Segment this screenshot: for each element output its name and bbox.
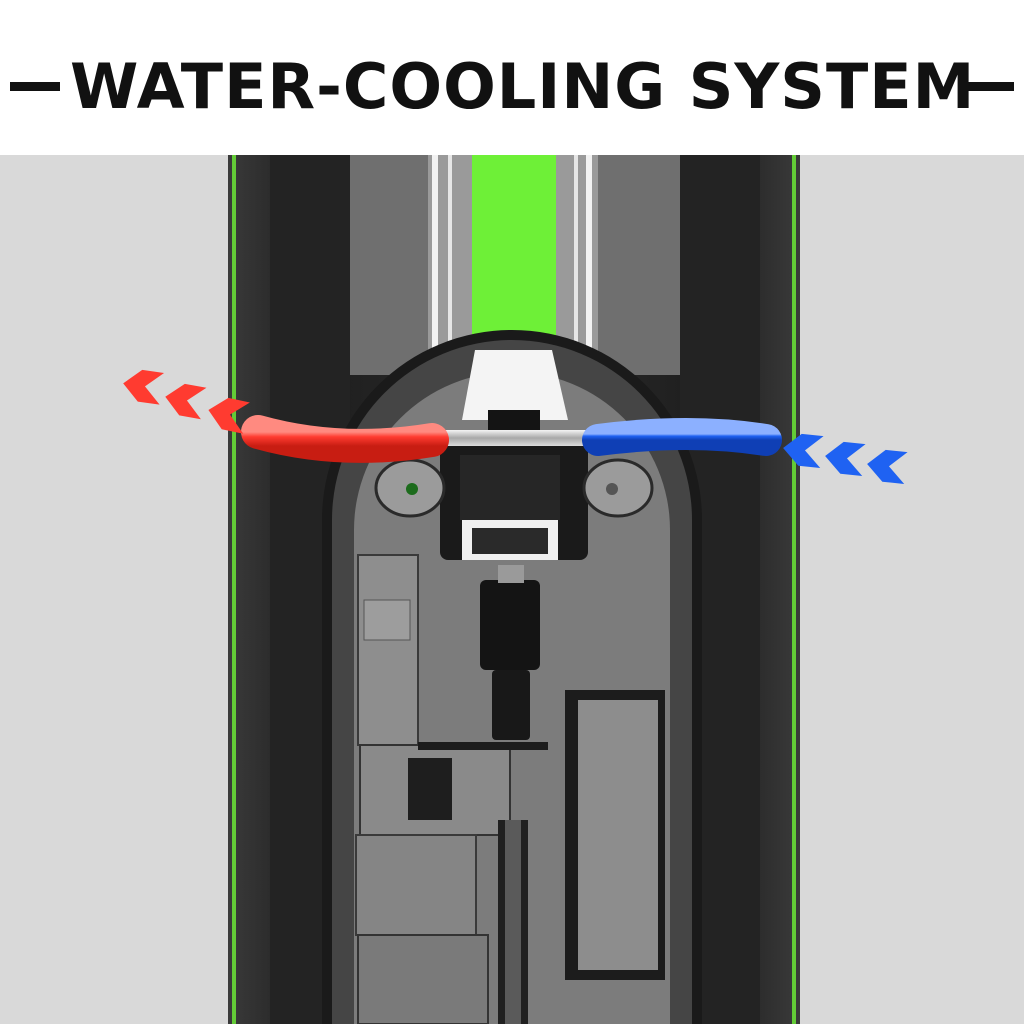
left-pulley xyxy=(374,458,446,518)
right-pulley xyxy=(582,458,654,518)
hot-water-tube xyxy=(241,415,449,463)
cold-water-tube xyxy=(582,418,782,456)
green-accent-strip xyxy=(472,155,556,350)
cooling-diagram xyxy=(0,155,1024,1024)
cold-flow-arrows xyxy=(783,433,908,485)
title-banner: WATER-COOLING SYSTEM xyxy=(0,0,1024,155)
connector-rod xyxy=(428,430,598,446)
page-title: WATER-COOLING SYSTEM xyxy=(70,50,976,123)
title-left-dash xyxy=(10,82,60,91)
title-right-dash xyxy=(964,82,1014,91)
hot-flow-arrows xyxy=(123,369,250,434)
